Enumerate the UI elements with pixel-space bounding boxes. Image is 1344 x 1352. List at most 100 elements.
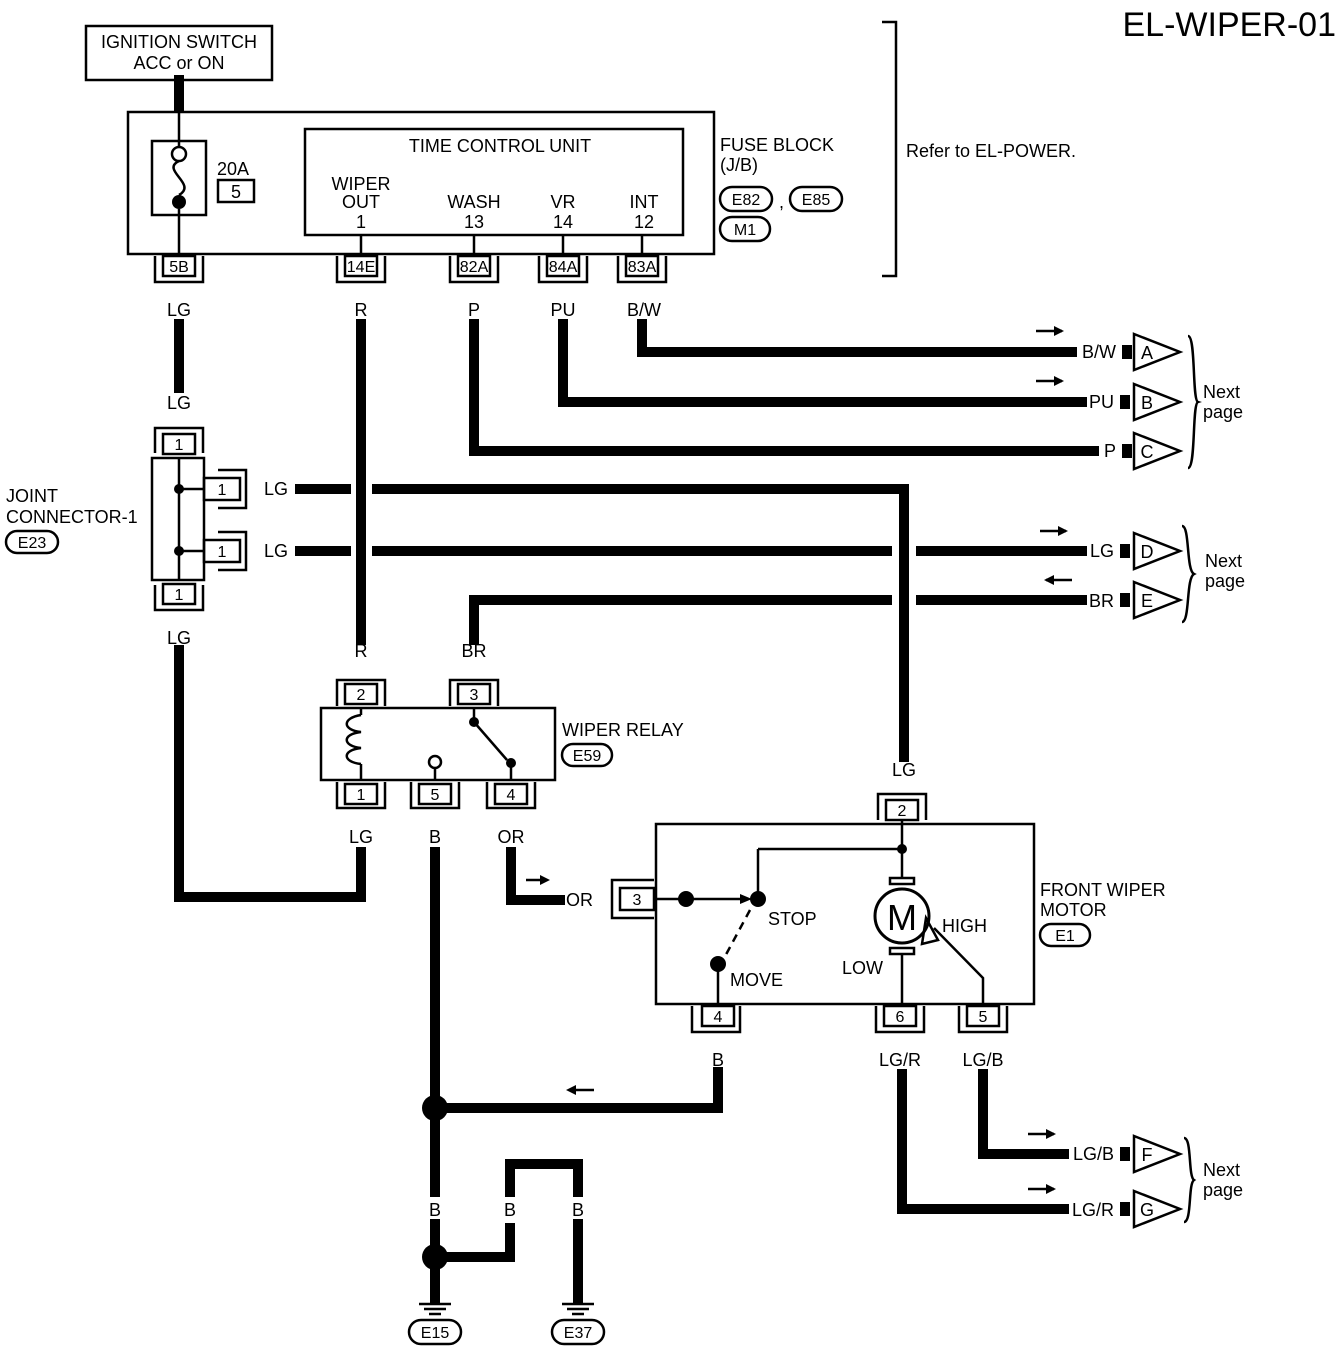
connector-e: E bbox=[1141, 591, 1153, 611]
motor-pin-3: 3 bbox=[633, 892, 642, 909]
wire-label-bw-1: B/W bbox=[627, 300, 661, 320]
wire-lgr bbox=[897, 1069, 1069, 1214]
joint-label-2: CONNECTOR-1 bbox=[6, 507, 138, 527]
tcu-int-label: INT bbox=[630, 192, 659, 212]
wire-label-lg-j2: LG bbox=[264, 541, 288, 561]
joint-code-e23: E23 bbox=[18, 535, 47, 552]
page-title: EL-WIPER-01 bbox=[1123, 6, 1337, 44]
motor-move-label: MOVE bbox=[730, 970, 783, 990]
connector-e82: E82 bbox=[732, 192, 761, 209]
tcu-pin-14: 14 bbox=[553, 212, 573, 232]
next-page-connectors-de: LG D BR E Next page bbox=[1040, 524, 1245, 624]
tcu-title: TIME CONTROL UNIT bbox=[409, 136, 591, 156]
wire-label-lg-j1: LG bbox=[264, 479, 288, 499]
relay-pin-4: 4 bbox=[507, 787, 516, 804]
connector-e85: E85 bbox=[802, 192, 831, 209]
joint-pin-top: 1 bbox=[175, 437, 184, 454]
wire-label-pu-2: PU bbox=[1089, 392, 1114, 412]
wire-label-r-1: R bbox=[355, 300, 368, 320]
joint-pin-right-1: 1 bbox=[218, 482, 227, 499]
front-wiper-motor: 2 3 STOP MOVE M HIGH LOW 4 6 bbox=[610, 792, 1036, 1034]
motor-symbol: M bbox=[887, 897, 917, 938]
wiper-relay: 2 3 1 5 4 bbox=[319, 678, 557, 810]
tcu-wash-label: WASH bbox=[447, 192, 500, 212]
wire-label-r-2: R bbox=[355, 641, 368, 661]
wire-or bbox=[506, 847, 565, 905]
connector-a: A bbox=[1141, 343, 1153, 363]
terminal-83a: 83A bbox=[628, 259, 657, 276]
next-page-2-l1: Next bbox=[1205, 551, 1242, 571]
relay-label: WIPER RELAY bbox=[562, 720, 684, 740]
ignition-switch: IGNITION SWITCH ACC or ON bbox=[84, 24, 274, 82]
wire-label-lg-4: LG bbox=[167, 628, 191, 648]
motor-pin-2: 2 bbox=[898, 803, 907, 820]
fuse-block-title: FUSE BLOCK bbox=[720, 135, 834, 155]
motor-label-1: FRONT WIPER bbox=[1040, 880, 1166, 900]
fuse-block-label: FUSE BLOCK (J/B) E82 , E85 M1 bbox=[718, 135, 844, 243]
next-page-3-l1: Next bbox=[1203, 1160, 1240, 1180]
joint-label-1: JOINT bbox=[6, 486, 58, 506]
motor-label-2: MOTOR bbox=[1040, 900, 1107, 920]
wire-b-motor bbox=[443, 1067, 723, 1113]
fuse-block-jb: (J/B) bbox=[720, 155, 758, 175]
joint-pin-right-2: 1 bbox=[218, 544, 227, 561]
wire-label-b-5: B bbox=[712, 1050, 724, 1070]
wire-label-br-1: BR bbox=[461, 641, 486, 661]
time-control-unit: TIME CONTROL UNIT WIPER OUT 1 WASH 13 VR… bbox=[303, 127, 685, 254]
terminal-82a: 82A bbox=[460, 259, 489, 276]
motor-stop-label: STOP bbox=[768, 909, 817, 929]
motor-code-e1: E1 bbox=[1055, 928, 1075, 945]
ground-e37: E37 bbox=[550, 1302, 606, 1346]
wire-label-lgr-1: LG/R bbox=[879, 1050, 921, 1070]
next-page-2-l2: page bbox=[1205, 571, 1245, 591]
tcu-pin-12: 12 bbox=[634, 212, 654, 232]
wire-label-lg-5: LG bbox=[892, 760, 916, 780]
wire-label-lg-2: LG bbox=[167, 393, 191, 413]
connector-g: G bbox=[1140, 1200, 1154, 1220]
wire-label-lg-3: LG bbox=[349, 827, 373, 847]
motor-pin-6: 6 bbox=[896, 1009, 905, 1026]
tcu-pin-13: 13 bbox=[464, 212, 484, 232]
connector-separator: , bbox=[779, 192, 784, 212]
wire-label-bw-2: B/W bbox=[1082, 342, 1116, 362]
wire-lgb bbox=[978, 1069, 1069, 1159]
relay-code-e59: E59 bbox=[573, 748, 602, 765]
tcu-out-label: OUT bbox=[342, 192, 380, 212]
terminal-5b: 5B bbox=[169, 259, 189, 276]
terminal-14e: 14E bbox=[347, 259, 375, 276]
wire-p bbox=[469, 319, 1099, 456]
wire-label-pu-1: PU bbox=[550, 300, 575, 320]
wire-br bbox=[469, 595, 892, 645]
next-page-connectors-abc: B/W A PU B P C Next page bbox=[1036, 326, 1243, 471]
wire-lg-motor bbox=[372, 484, 909, 762]
wire-label-b-1: B bbox=[429, 827, 441, 847]
terminal-84a: 84A bbox=[549, 259, 578, 276]
next-page-1-l2: page bbox=[1203, 402, 1243, 422]
wire-bw bbox=[637, 319, 1077, 357]
wire-label-lgr-2: LG/R bbox=[1072, 1200, 1114, 1220]
wire-label-lg-1: LG bbox=[167, 300, 191, 320]
ground-code-e15: E15 bbox=[421, 1325, 450, 1342]
tcu-wiper-label: WIPER bbox=[331, 174, 390, 194]
relay-pin-1: 1 bbox=[357, 787, 366, 804]
relay-pin-5: 5 bbox=[431, 787, 440, 804]
tcu-vr-label: VR bbox=[550, 192, 575, 212]
next-page-connectors-fg: LG/B F LG/R G Next page bbox=[1028, 1129, 1243, 1229]
connector-m1: M1 bbox=[734, 222, 756, 239]
next-page-1-l1: Next bbox=[1203, 382, 1240, 402]
wire-label-p-1: P bbox=[468, 300, 480, 320]
relay-pin-3: 3 bbox=[470, 687, 479, 704]
wire-label-or-1: OR bbox=[498, 827, 525, 847]
refer-text: Refer to EL-POWER. bbox=[906, 141, 1076, 161]
motor-high-label: HIGH bbox=[942, 916, 987, 936]
wire-label-or-2: OR bbox=[566, 890, 593, 910]
wire-label-b-3: B bbox=[504, 1200, 516, 1220]
wire-label-lgb-1: LG/B bbox=[962, 1050, 1003, 1070]
ground-code-e37: E37 bbox=[564, 1325, 593, 1342]
fuse-number: 5 bbox=[231, 182, 241, 202]
wire-label-lgb-2: LG/B bbox=[1073, 1144, 1114, 1164]
joint-pin-bottom: 1 bbox=[175, 587, 184, 604]
refer-bracket bbox=[882, 20, 898, 278]
tcu-pin-1: 1 bbox=[356, 212, 366, 232]
